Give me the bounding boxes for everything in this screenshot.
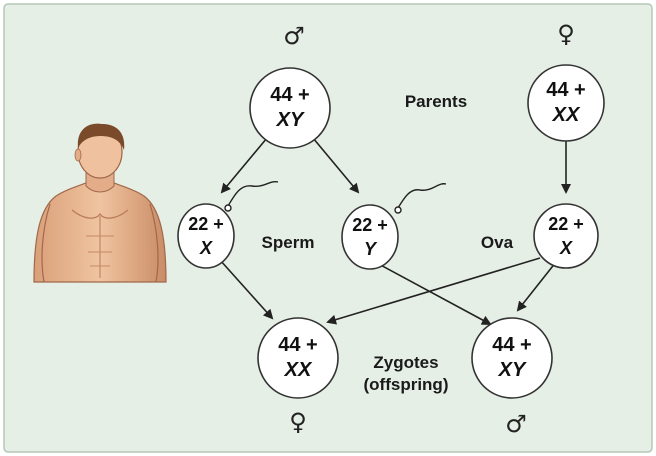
father-sex-chromosomes: XY: [276, 109, 305, 131]
sperm-tails: [224, 180, 447, 214]
male-symbol-icon: ♂: [283, 22, 305, 50]
arrow-sperm-x-to-zygote-female: [219, 259, 274, 320]
sperm-x-sex-chromosome: X: [199, 238, 213, 258]
node-mother: 44 + XX: [527, 64, 605, 142]
label-ova: Ova: [481, 233, 514, 252]
sperm-x-autosomes: 22 +: [188, 214, 224, 234]
arrow-father-to-sperm-x: [220, 137, 268, 194]
ovum-autosomes: 22 +: [548, 214, 584, 234]
node-zygote-female: 44 + XX: [257, 317, 339, 399]
arrows: [219, 137, 571, 325]
arrow-ovum-to-zygote-female: [326, 257, 541, 325]
man-torso-icon: [33, 123, 167, 283]
zygote-male-autosomes: 44 +: [492, 334, 531, 356]
zygote-male-symbol-icon: ♂: [505, 410, 527, 438]
node-zygote-male: 44 + XY: [471, 317, 553, 399]
zygote-female-autosomes: 44 +: [278, 334, 317, 356]
sperm-y-autosomes: 22 +: [352, 215, 388, 235]
sperm-x-tail: [227, 180, 279, 207]
node-father: 44 + XY: [249, 67, 331, 149]
node-ovum-x: 22 + X: [533, 203, 599, 269]
sperm-y-head-dot: [394, 206, 402, 214]
label-zygotes: Zygotes: [373, 353, 438, 372]
sperm-x-head-dot: [224, 204, 232, 212]
sperm-y-tail: [397, 183, 447, 209]
arrow-sperm-y-to-zygote-male: [374, 261, 492, 325]
label-offspring: (offspring): [364, 375, 449, 394]
female-symbol-icon: ♀: [557, 20, 575, 48]
mother-autosomes: 44 +: [546, 79, 585, 101]
zygote-female-symbol-icon: ♀: [289, 408, 307, 436]
mother-sex-chromosomes: XX: [552, 104, 581, 126]
zygote-female-sex-chromosomes: XX: [284, 359, 313, 381]
ovum-sex-chromosome: X: [559, 238, 573, 258]
arrow-father-to-sperm-y: [312, 137, 360, 194]
zygote-male-sex-chromosomes: XY: [498, 359, 527, 381]
arrow-ovum-to-zygote-male: [516, 261, 557, 312]
sperm-y-sex-chromosome: Y: [364, 239, 378, 259]
node-sperm-x: 22 + X: [177, 203, 235, 269]
label-sperm: Sperm: [262, 233, 315, 252]
node-sperm-y: 22 + Y: [341, 204, 399, 270]
father-autosomes: 44 +: [270, 84, 309, 106]
label-parents: Parents: [405, 92, 467, 111]
